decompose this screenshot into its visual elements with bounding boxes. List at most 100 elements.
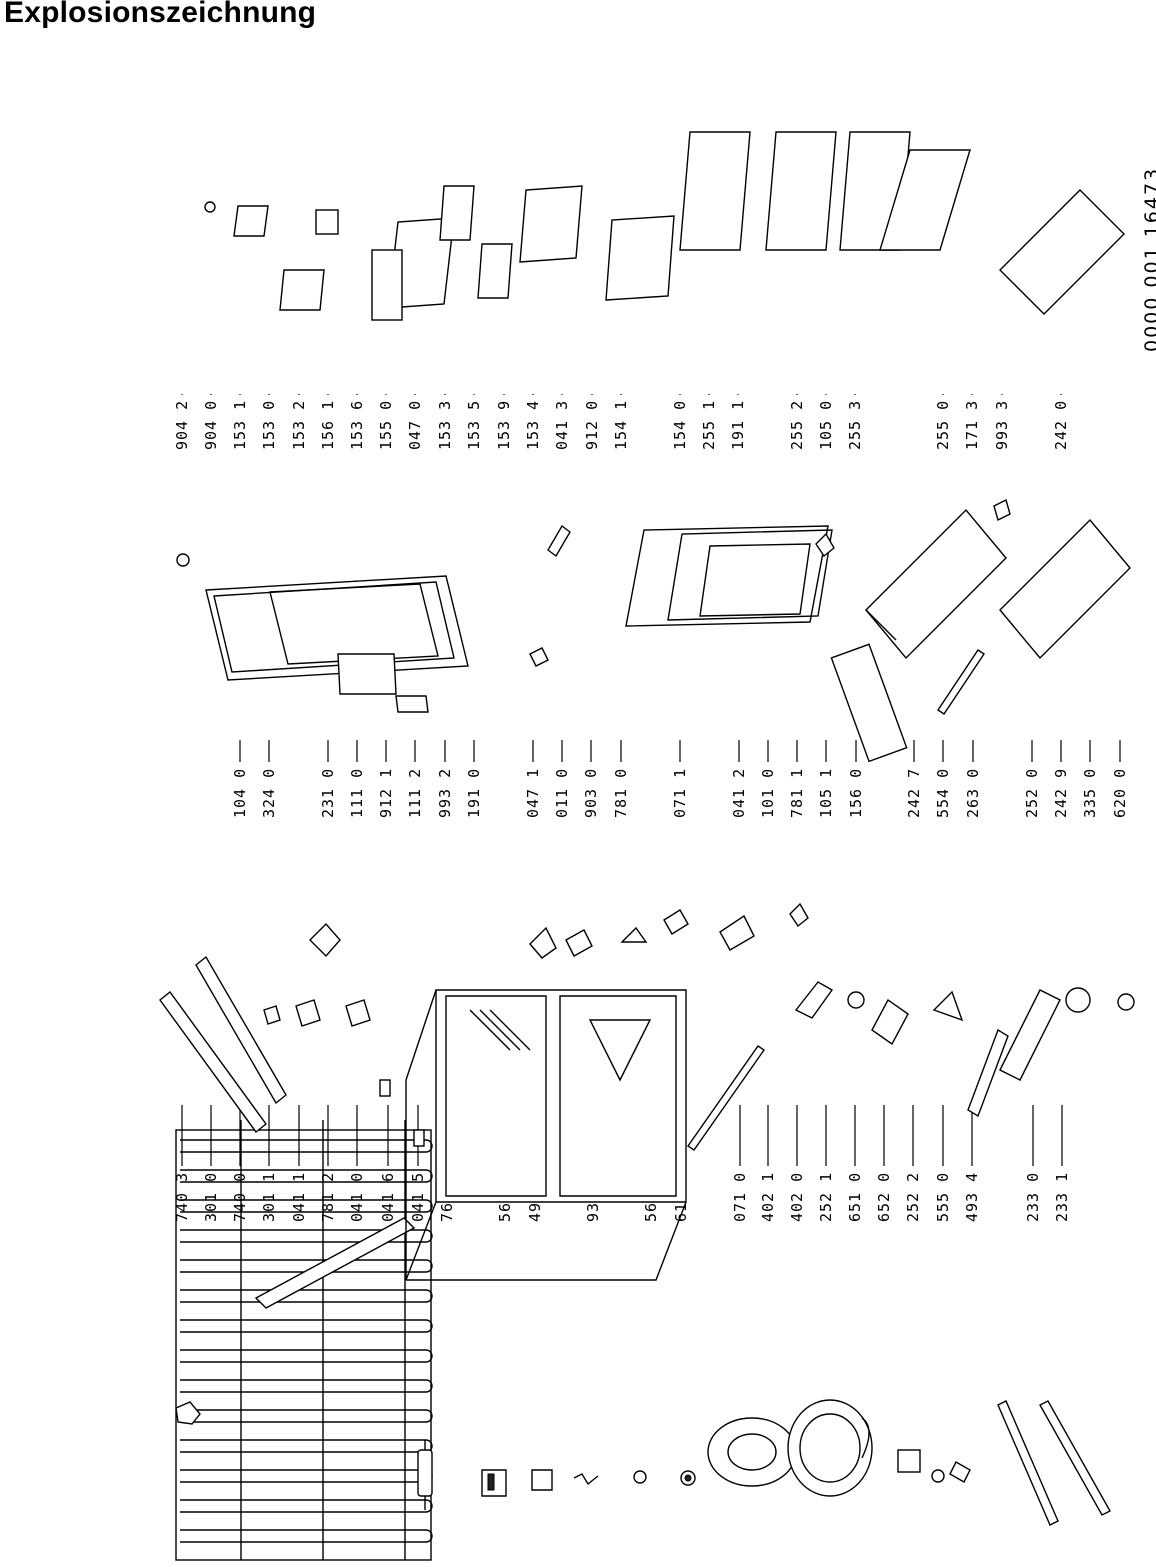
hinge-part [263, 999, 425, 1147]
part-number-label: 904 2 [173, 400, 191, 450]
part-number-label: 041 0 [348, 1172, 366, 1222]
part-number-label: 156 1 [319, 400, 337, 450]
cabinet-part [405, 989, 687, 1281]
coil-tube [180, 1199, 433, 1213]
part-number-label: 153 1 [231, 400, 249, 450]
part-number-label: 154 1 [612, 400, 630, 450]
coil-tube [180, 1229, 433, 1243]
part-number-label: 041 6 [379, 1172, 397, 1222]
page-title: Explosionszeichnung [4, 0, 317, 29]
part-number-label: 153 0 [260, 400, 278, 450]
part-number-label: 402 0 [788, 1172, 806, 1222]
part-number-label: 242 0 [1052, 400, 1070, 450]
coil-tube [180, 1259, 433, 1273]
grommet-part [633, 1470, 696, 1486]
part-number-label: 493 4 [963, 1172, 981, 1222]
part-number-label: 402 1 [759, 1172, 777, 1222]
part-number-label: 993 2 [436, 768, 454, 818]
part-number-label: 912 1 [377, 768, 395, 818]
part-number-label: 255 0 [934, 400, 952, 450]
part-number-label: 171 3 [963, 400, 981, 450]
part-number-label: 993 3 [993, 400, 1011, 450]
part-number-label: 101 0 [759, 768, 777, 818]
part-number-label: 255 2 [788, 400, 806, 450]
part-number-label: 555 0 [934, 1172, 952, 1222]
part-number-label: 912 0 [583, 400, 601, 450]
part-number-label: 781 0 [612, 768, 630, 818]
part-number-label: 041 1 [290, 1172, 308, 1222]
part-number-label: 781 1 [788, 768, 806, 818]
relay-part [481, 1469, 553, 1497]
part-number-label: 047 0 [406, 400, 424, 450]
mounting-bar-part [254, 1217, 416, 1309]
part-number-label: 324 0 [260, 768, 278, 818]
part-number-label: 252 2 [904, 1172, 922, 1222]
coil-tube [180, 1289, 433, 1303]
part-number-label: 011 0 [553, 768, 571, 818]
part-number-label: 156 0 [847, 768, 865, 818]
part-number-label: 041 2 [730, 768, 748, 818]
part-number-label: 155 0 [377, 400, 395, 450]
wire-part [573, 1473, 599, 1486]
egg-tray-part [830, 643, 908, 763]
door-upper-part [205, 575, 469, 681]
part-number-label: 231 0 [319, 768, 337, 818]
coil-tube [180, 1469, 433, 1483]
part-number-label: 071 0 [731, 1172, 749, 1222]
drier-part [417, 1440, 433, 1510]
part-number-label: 903 0 [582, 768, 600, 818]
condenser-coil-part [175, 1120, 433, 1561]
part-number-label: 071 1 [671, 768, 689, 818]
part-number-label: 041 3 [553, 400, 571, 450]
coil-tube [180, 1169, 433, 1183]
coil-tube [180, 1349, 433, 1363]
part-number-label: 335 0 [1081, 768, 1099, 818]
part-number-label: 153 3 [436, 400, 454, 450]
part-number-label: 153 2 [290, 400, 308, 450]
part-number-label: 255 3 [846, 400, 864, 450]
label-column-right: 904 2 904 0 153 1 153 0 153 2 156 1 153 6 155 0… [173, 400, 1070, 450]
part-number-label: 153 6 [348, 400, 366, 450]
part-number-label: 191 1 [729, 400, 747, 450]
part-number-label: 740 0 [231, 1172, 249, 1222]
coil-tube [180, 1439, 433, 1453]
part-number-label: 620 0 [1111, 768, 1129, 818]
part-number-label: 263 0 [964, 768, 982, 818]
glass-shelf-part [679, 131, 971, 251]
part-number-label: 255 1 [700, 400, 718, 450]
part-number-label: 781 2 [319, 1172, 337, 1222]
part-number-label: 104 0 [231, 768, 249, 818]
clip-part [175, 1401, 201, 1425]
part-number-label: 301 1 [260, 1172, 278, 1222]
part-number-label: 105 0 [817, 400, 835, 450]
part-number-label: 153 9 [495, 400, 513, 450]
part-number-label: 047 1 [524, 768, 542, 818]
coil-tube [180, 1529, 433, 1543]
part-number-label: 242 7 [905, 768, 923, 818]
part-number-label: 252 1 [817, 1172, 835, 1222]
part-number-label: 242 9 [1052, 768, 1070, 818]
top-cover-part [159, 955, 287, 1134]
coil-tube [180, 1499, 433, 1513]
door-hinge-part [176, 201, 1011, 1151]
coil-tube [180, 1139, 433, 1153]
part-number-label: 111 2 [406, 768, 424, 818]
part-number-label: 233 1 [1053, 1172, 1071, 1222]
coil-tube [180, 1379, 433, 1393]
thermostat-part [794, 981, 1135, 1118]
part-number-label: 252 0 [1023, 768, 1041, 818]
foot-rail-part [997, 1400, 1111, 1526]
compressor-part [707, 1399, 873, 1497]
door-bin-part [233, 185, 675, 321]
part-number-label: 301 0 [202, 1172, 220, 1222]
part-number-label: 105 1 [817, 768, 835, 818]
part-number-label: 154 0 [671, 400, 689, 450]
coil-tube [180, 1319, 433, 1333]
part-number-label: 233 0 [1024, 1172, 1042, 1222]
part-number-label: 652 0 [875, 1172, 893, 1222]
part-number-label: 111 0 [348, 768, 366, 818]
part-number-label: 904 0 [202, 400, 220, 450]
door-lower-part [625, 525, 833, 627]
